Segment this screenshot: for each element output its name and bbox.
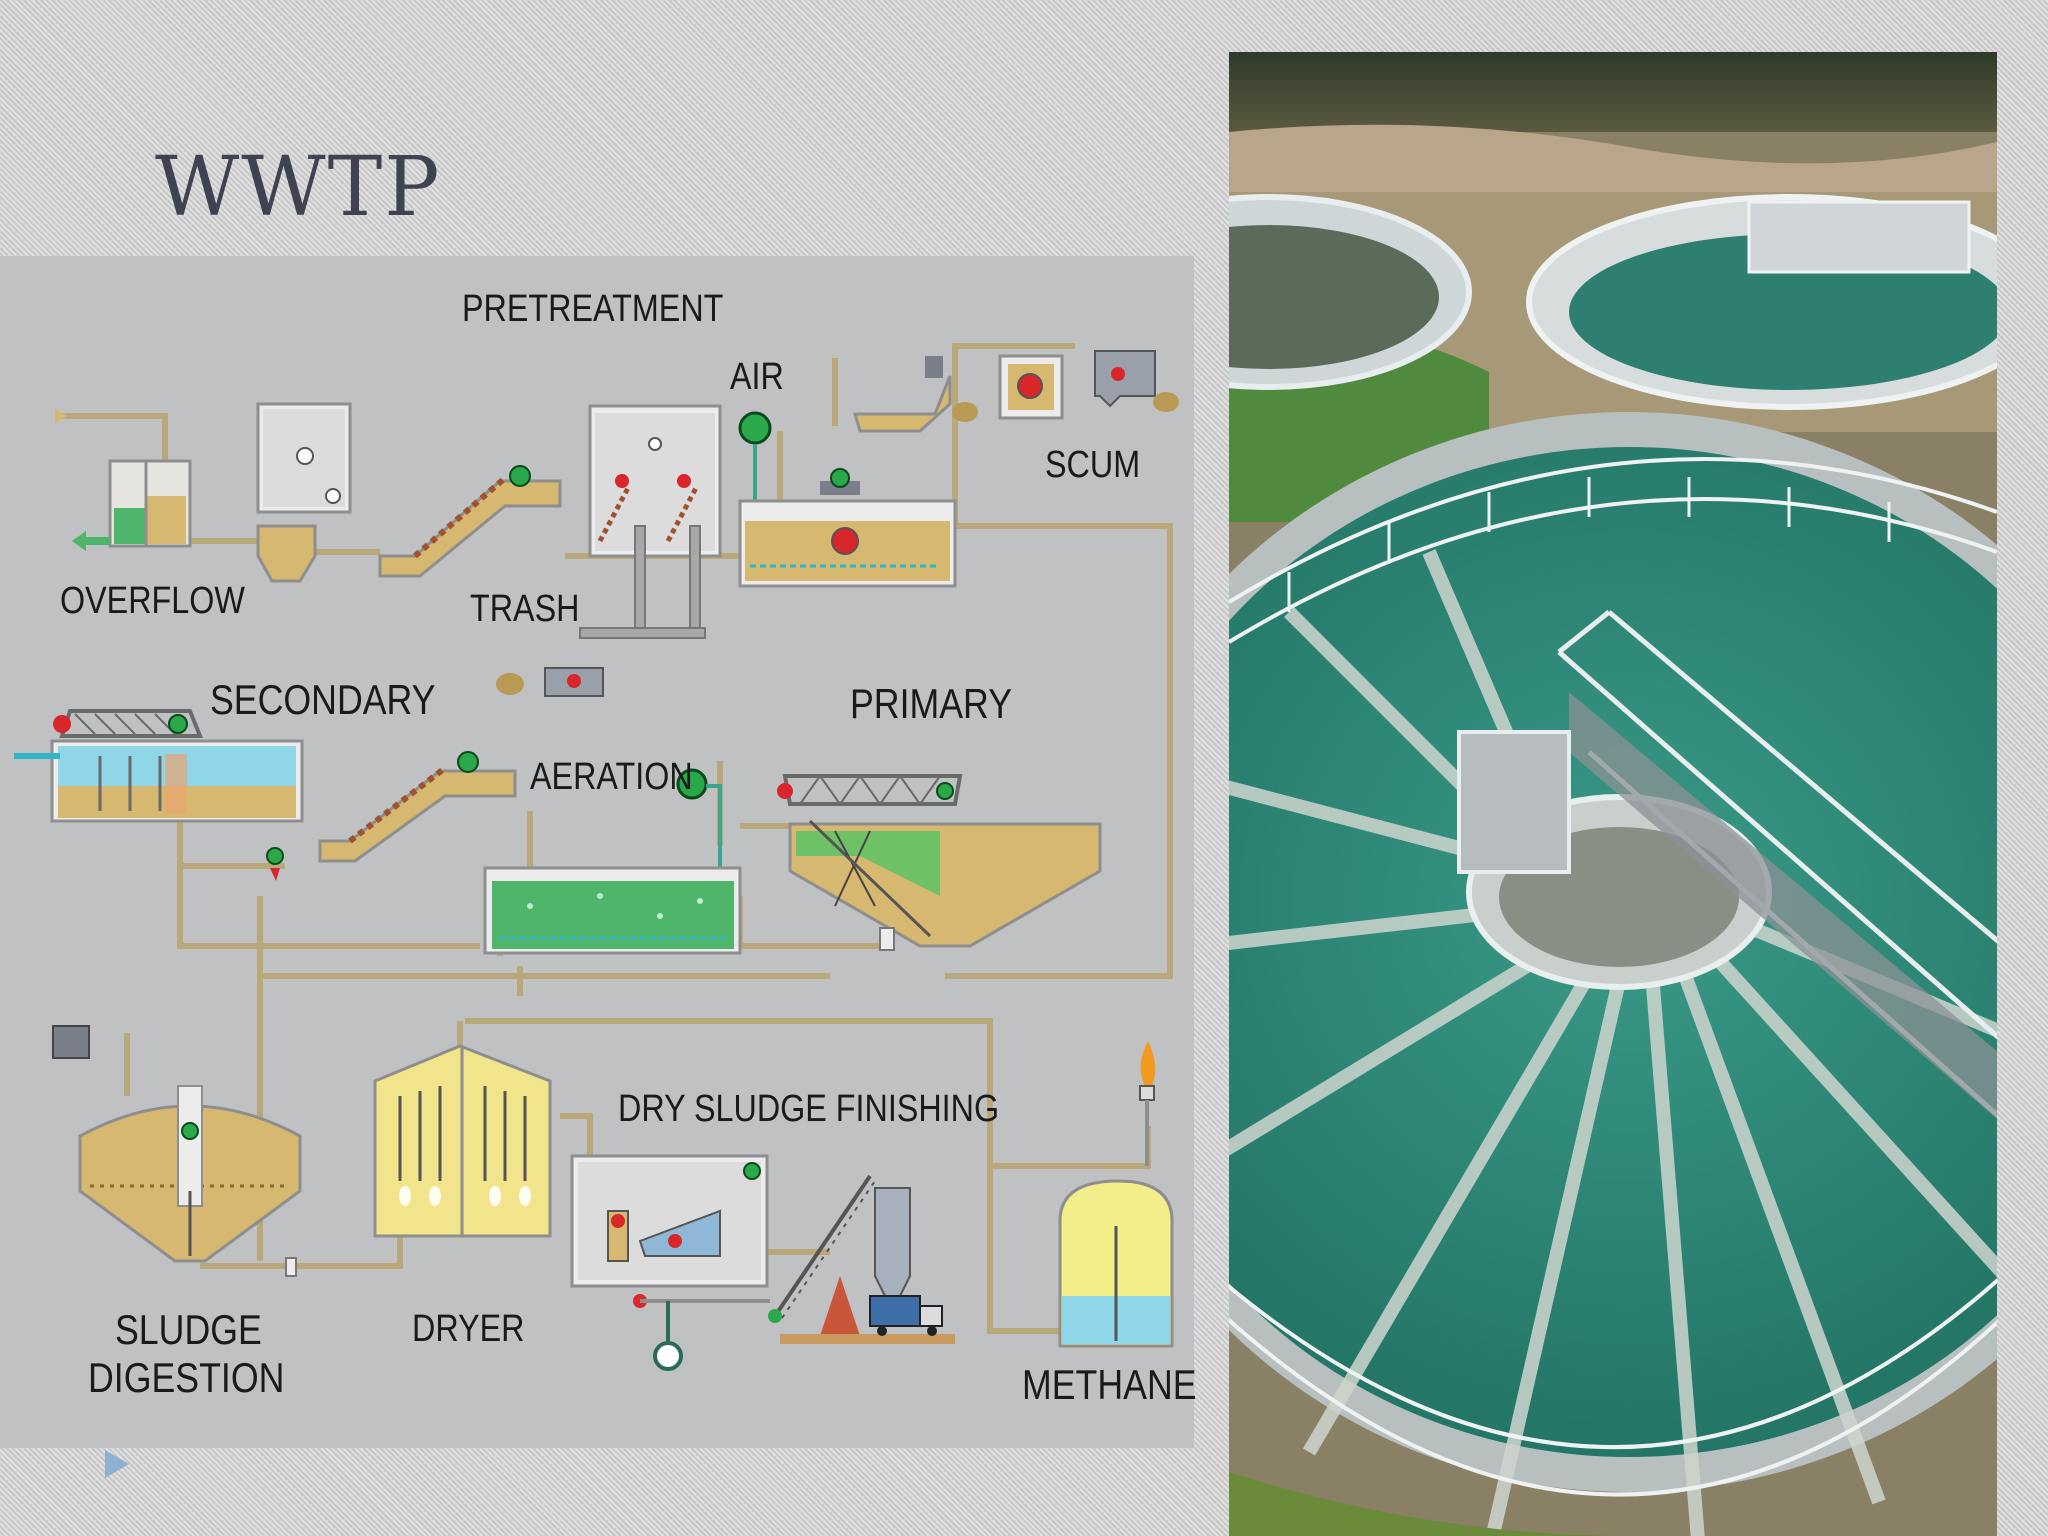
label-methane: METHANE	[1022, 1361, 1197, 1408]
label-sludge: SLUDGE	[115, 1306, 262, 1353]
clarifier-photo-drawing	[1229, 52, 1997, 1536]
label-primary: PRIMARY	[850, 680, 1013, 727]
label-trash: TRASH	[470, 588, 580, 630]
label-secondary: SECONDARY	[210, 676, 436, 723]
label-pretreatment: PRETREATMENT	[462, 288, 724, 330]
label-aeration: AERATION	[530, 756, 693, 798]
process-diagram-drawing	[14, 343, 1179, 1371]
process-diagram: PRETREATMENT AIR SCUM OVERFLOW TRASH SEC…	[0, 256, 1197, 1448]
slide-title: WWTP	[155, 140, 442, 235]
label-overflow: OVERFLOW	[60, 580, 245, 622]
label-air: AIR	[730, 356, 784, 398]
label-scum: SCUM	[1045, 444, 1141, 486]
triangle-right-icon[interactable]	[103, 1448, 131, 1480]
label-dryer: DRYER	[412, 1308, 525, 1350]
label-digestion: DIGESTION	[88, 1354, 285, 1401]
label-dry-sludge-finishing: DRY SLUDGE FINISHING	[618, 1088, 1000, 1130]
clarifier-photo	[1229, 52, 1997, 1536]
